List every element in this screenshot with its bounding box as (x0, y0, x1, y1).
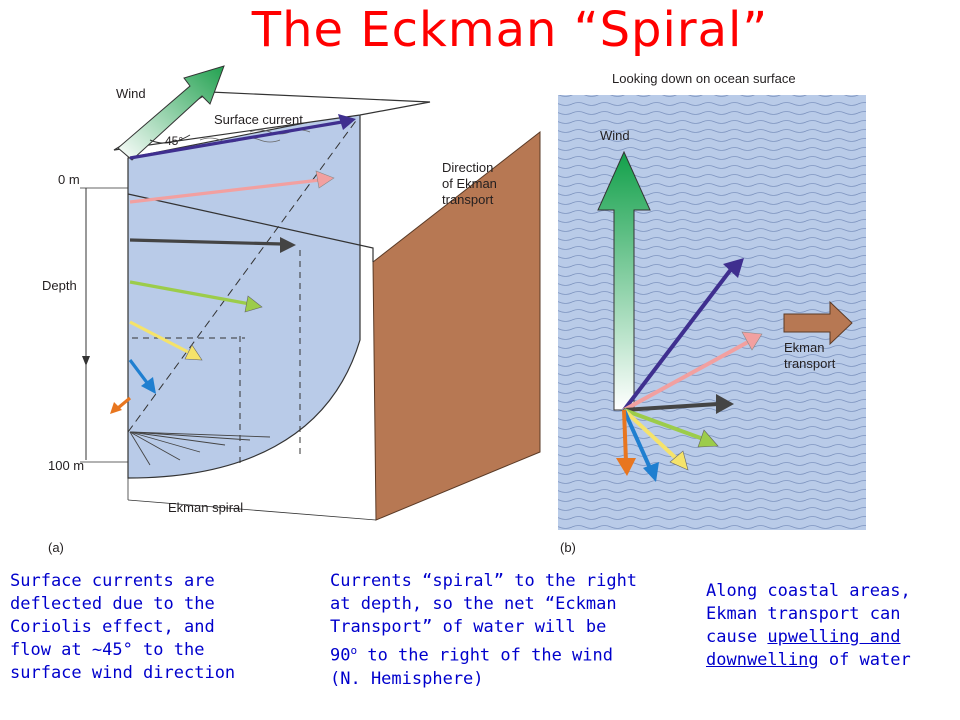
spiral-arrow-b-5 (622, 408, 680, 462)
wind-label-a: Wind (116, 86, 146, 101)
current-arrow-3 (129, 238, 283, 246)
caption-middle-line: 90o to the right of the wind (330, 639, 637, 668)
caption-left-line: Coriolis effect, and (10, 617, 215, 637)
degrees-value: 90 (330, 645, 351, 666)
caption-right-line: Ekman transport can (706, 604, 901, 624)
transport-wall (372, 130, 541, 521)
spiral-arrow-b-4 (623, 408, 707, 442)
surface-current-label: Surface current (214, 112, 303, 127)
depth-label: Depth (42, 278, 77, 293)
caption-right-line: cause upwelling and (706, 626, 911, 649)
transport-label-b-2: transport (784, 356, 836, 371)
spiral-arrow-b-7 (622, 409, 628, 463)
current-arrow-6 (128, 359, 150, 385)
spiral-arrow-b-2 (623, 340, 749, 412)
caption-left-line: flow at ~45° to the (10, 640, 205, 660)
caption-right-line: Along coastal areas, (706, 581, 911, 601)
spiral-arrow-b-3 (623, 402, 719, 412)
page-title: The Eckman “Spiral” (251, 2, 769, 58)
caption-middle-line: Currents “spiral” to the right (330, 571, 638, 591)
wind-arrow-a (117, 65, 225, 161)
depth-bottom-label: 100 m (48, 458, 84, 473)
downwelling-link[interactable]: downwelling (706, 650, 819, 670)
transport-arrow-b (783, 300, 853, 346)
caption-right-text: of water (818, 650, 911, 670)
eckman-diagram: Wind 45° Surface current 0 m Depth 100 m… (42, 65, 866, 555)
upwelling-link[interactable]: upwelling and (767, 627, 901, 647)
caption-middle-line: at depth, so the net “Eckman (330, 594, 617, 614)
spiral-label: Ekman spiral (168, 500, 243, 515)
caption-right-text: cause (706, 627, 768, 647)
spiral-arrow-b-1 (622, 266, 734, 412)
caption-left-line: surface wind direction (10, 663, 236, 683)
current-arrow-4 (129, 280, 251, 306)
caption-middle: Currents “spiral” to the right at depth,… (330, 570, 637, 691)
caption-left: Surface currents are deflected due to th… (10, 570, 235, 685)
caption-left-line: Surface currents are (10, 571, 215, 591)
current-arrow-2 (129, 178, 321, 204)
panel-b: Looking down on ocean surface Wind Ekman… (558, 71, 866, 555)
panel-b-tag: (b) (560, 540, 576, 555)
angle-label: 45° (165, 134, 183, 148)
current-arrow-5 (129, 320, 191, 355)
current-arrow-7 (116, 396, 132, 410)
depth-top-label: 0 m (58, 172, 80, 187)
caption-middle-line: Transport” of water will be (330, 617, 607, 637)
caption-middle-line: (N. Hemisphere) (330, 668, 484, 689)
surface-current-arrow (129, 120, 343, 160)
ocean-surface (558, 95, 866, 530)
caption-left-line: deflected due to the (10, 594, 215, 614)
wind-label-b: Wind (600, 128, 630, 143)
spiral-arrow-b-6 (622, 409, 652, 469)
degree-sup: o (350, 644, 358, 657)
caption-middle-text: to the right of the wind (357, 645, 613, 666)
caption-right-line: downwelling of water (706, 649, 911, 672)
transport-label-a-3: transport (442, 192, 494, 207)
transport-label-b-1: Ekman (784, 340, 824, 355)
water-column (127, 111, 361, 479)
panel-b-header: Looking down on ocean surface (612, 71, 796, 86)
panel-a-tag: (a) (48, 540, 64, 555)
wind-arrow-b (597, 150, 651, 411)
panel-a: Wind 45° Surface current 0 m Depth 100 m… (42, 65, 541, 555)
transport-label-a-1: Direction (442, 160, 493, 175)
transport-label-a-2: of Ekman (442, 176, 497, 191)
caption-right: Along coastal areas, Ekman transport can… (706, 580, 911, 672)
